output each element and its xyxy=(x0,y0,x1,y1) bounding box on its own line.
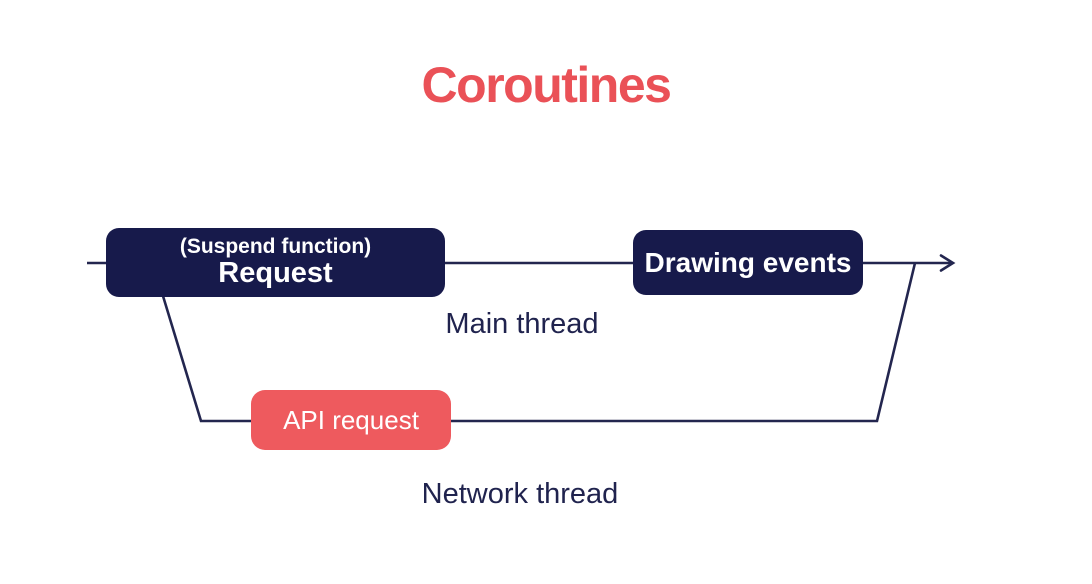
request-node-subtitle: (Suspend function) xyxy=(179,235,372,258)
request-node-label: Request xyxy=(218,257,333,290)
drawing-events-node: Drawing events xyxy=(633,230,863,295)
page-title: Coroutines xyxy=(421,57,672,113)
drawing-events-node-label: Drawing events xyxy=(644,246,852,278)
main-thread-label: Main thread xyxy=(445,308,599,340)
request-node: (Suspend function) Request xyxy=(106,228,445,297)
arrowhead-icon xyxy=(939,254,956,272)
network-thread-line xyxy=(161,262,917,423)
network-thread-label: Network thread xyxy=(421,478,619,510)
api-request-node: API request xyxy=(251,390,451,450)
api-request-node-label: API request xyxy=(283,404,419,435)
